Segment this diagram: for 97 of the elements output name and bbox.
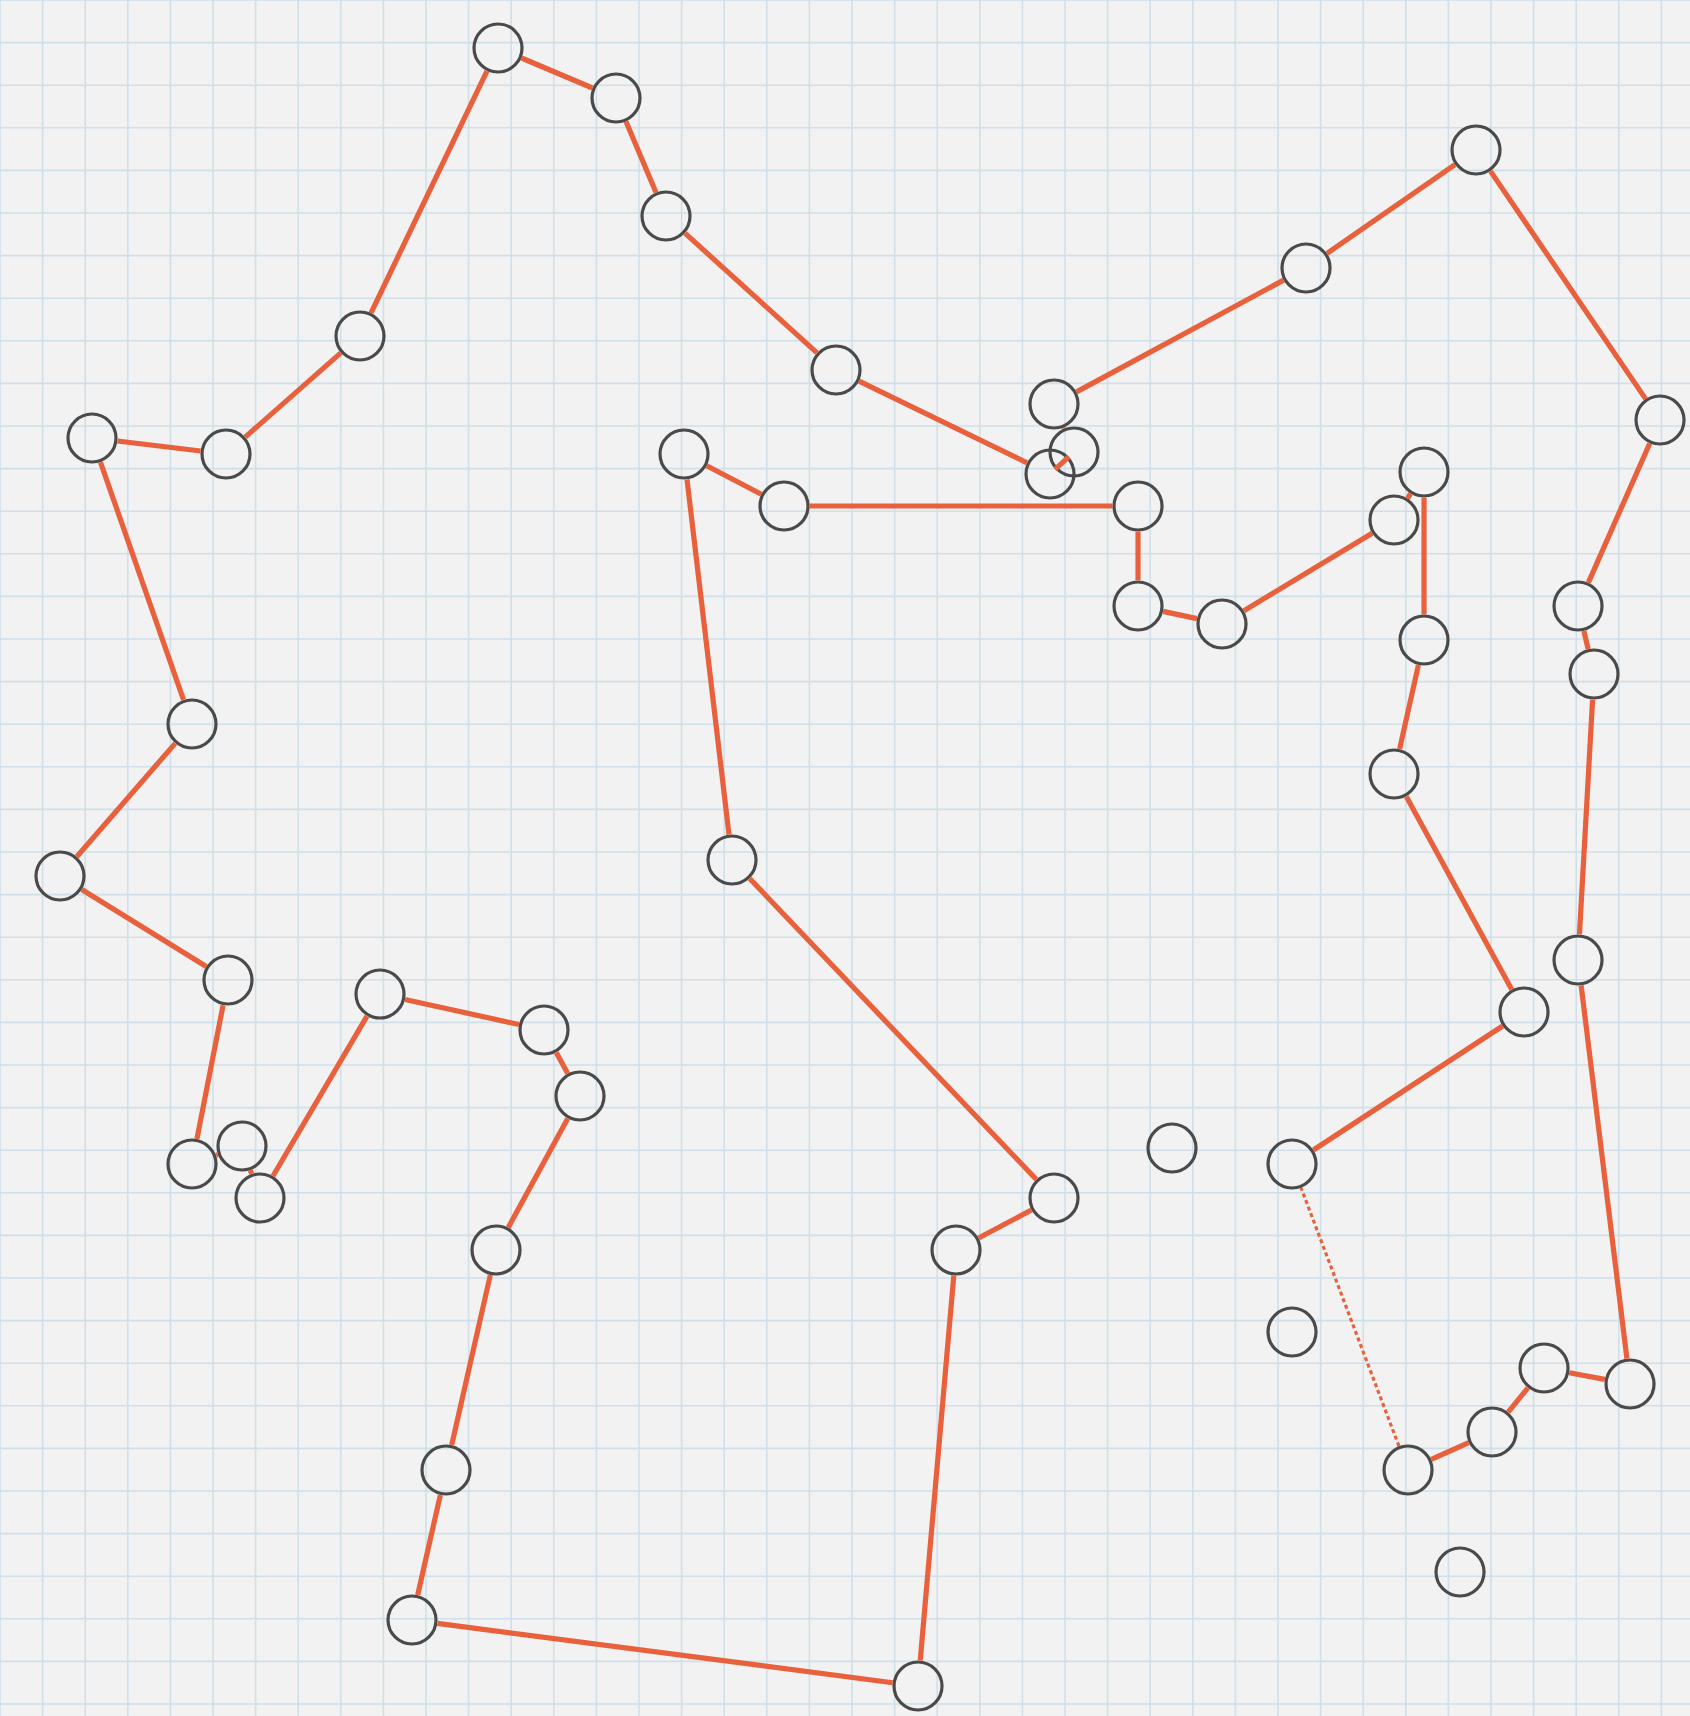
city-circle bbox=[1634, 394, 1686, 446]
city-circle bbox=[1466, 1406, 1518, 1458]
route-line bbox=[1135, 531, 1141, 581]
route-line bbox=[368, 69, 490, 315]
city-circle bbox=[1112, 480, 1164, 532]
route-line bbox=[117, 438, 201, 454]
route-line bbox=[194, 1004, 226, 1140]
city-circle bbox=[758, 480, 810, 532]
route-line bbox=[1576, 699, 1596, 935]
city-circle bbox=[658, 428, 710, 480]
city-circle bbox=[810, 344, 862, 396]
route-line bbox=[1568, 1370, 1606, 1382]
city-circle bbox=[640, 190, 692, 242]
city-circle bbox=[1382, 1444, 1434, 1496]
city-circle bbox=[1552, 934, 1604, 986]
route-line bbox=[404, 996, 520, 1028]
city-circle bbox=[1398, 446, 1450, 498]
city-circle bbox=[470, 1224, 522, 1276]
route-line bbox=[1405, 492, 1413, 500]
city-circle bbox=[472, 22, 524, 74]
route-line bbox=[1578, 985, 1630, 1359]
route-line bbox=[977, 1207, 1033, 1241]
route-line bbox=[1506, 1386, 1530, 1414]
city-circle bbox=[202, 954, 254, 1006]
route-line bbox=[80, 887, 208, 969]
city-circle bbox=[590, 72, 642, 124]
city-circle bbox=[354, 968, 406, 1020]
route-line bbox=[1061, 426, 1067, 430]
city-circle bbox=[1398, 614, 1450, 666]
city-circle bbox=[1368, 748, 1420, 800]
city-circle bbox=[554, 1070, 606, 1122]
city-circle bbox=[200, 428, 252, 480]
route-line bbox=[1053, 454, 1071, 472]
route-line bbox=[1421, 497, 1427, 615]
city-circle bbox=[66, 412, 118, 464]
city-circle bbox=[1028, 1172, 1080, 1224]
city-circle bbox=[1112, 580, 1164, 632]
city-circle bbox=[1518, 1342, 1570, 1394]
route-line bbox=[1397, 664, 1421, 750]
route-line bbox=[1312, 1023, 1505, 1153]
route-line bbox=[1581, 630, 1591, 650]
city-circle bbox=[1434, 1546, 1486, 1598]
city-circle bbox=[1552, 580, 1604, 632]
city-circle bbox=[1024, 448, 1076, 500]
city-circle bbox=[334, 310, 386, 362]
city-circle bbox=[166, 1138, 218, 1190]
route-line bbox=[1430, 1440, 1470, 1462]
route-line bbox=[1585, 442, 1653, 584]
route-line bbox=[1404, 795, 1515, 991]
city-circle bbox=[234, 1172, 286, 1224]
route-line bbox=[243, 350, 343, 440]
dashed-route-line bbox=[1299, 1187, 1401, 1447]
city-circle bbox=[1568, 648, 1620, 700]
city-circle bbox=[1196, 598, 1248, 650]
city-circle bbox=[930, 1224, 982, 1276]
city-circle bbox=[518, 1004, 570, 1056]
city-circle bbox=[706, 834, 758, 886]
city-circle bbox=[1146, 1122, 1198, 1174]
city-circle bbox=[1368, 494, 1420, 546]
route-line bbox=[449, 1274, 493, 1446]
route-line bbox=[683, 231, 819, 355]
route-line bbox=[809, 503, 1113, 509]
city-circle bbox=[1028, 378, 1080, 430]
route-line bbox=[1325, 162, 1457, 256]
route-line bbox=[1162, 608, 1198, 622]
city-circle bbox=[386, 1594, 438, 1646]
city-circle bbox=[420, 1444, 472, 1496]
city-circle bbox=[216, 1120, 268, 1172]
city-circle bbox=[1604, 1358, 1656, 1410]
route-line bbox=[1488, 169, 1648, 401]
city-circle bbox=[166, 698, 218, 750]
city-circle bbox=[1450, 124, 1502, 176]
city-circle bbox=[1048, 426, 1100, 478]
route-line bbox=[437, 1620, 893, 1686]
route-line bbox=[705, 463, 763, 497]
city-circle bbox=[34, 850, 86, 902]
route-line bbox=[554, 1051, 571, 1075]
route-line bbox=[520, 55, 594, 91]
route-line bbox=[747, 876, 1039, 1182]
route-line bbox=[415, 1494, 443, 1596]
route-line bbox=[74, 741, 178, 859]
route-line bbox=[917, 1275, 957, 1661]
route-line bbox=[247, 1169, 255, 1175]
city-circle bbox=[1266, 1306, 1318, 1358]
route-line bbox=[684, 479, 732, 835]
route-line bbox=[98, 461, 186, 701]
route-line bbox=[506, 1117, 571, 1229]
city-circle bbox=[1280, 242, 1332, 294]
route-line bbox=[270, 1014, 370, 1178]
city-circle bbox=[1498, 986, 1550, 1038]
route-line bbox=[1242, 531, 1374, 613]
city-circle bbox=[892, 1660, 944, 1712]
route-line bbox=[857, 378, 1029, 466]
route-line bbox=[623, 120, 659, 194]
route-line bbox=[215, 1152, 219, 1158]
route-line bbox=[1075, 277, 1285, 395]
city-circle bbox=[1266, 1138, 1318, 1190]
